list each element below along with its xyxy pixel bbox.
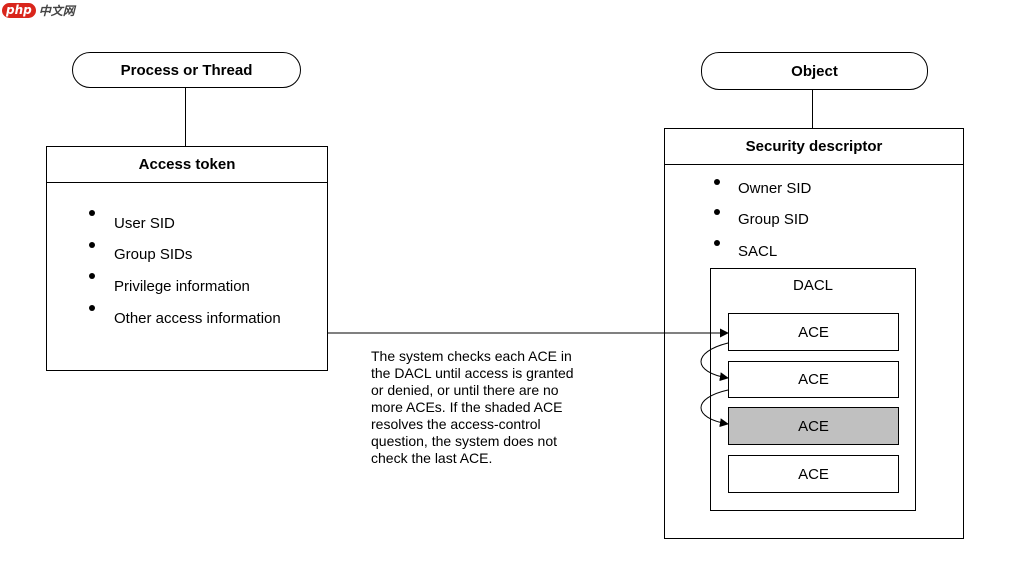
logo-site-name: 中文网 — [38, 4, 75, 18]
bullet — [89, 242, 95, 248]
explanation-note: The system checks each ACE in the DACL u… — [371, 348, 574, 467]
note-line: or denied, or until there are no — [371, 382, 559, 398]
note-line: more ACEs. If the shaded ACE — [371, 399, 563, 415]
token-item-group-sids: Group SIDs — [114, 246, 193, 263]
note-line: The system checks each ACE in — [371, 348, 572, 364]
bullet — [714, 209, 720, 215]
process-connector — [185, 87, 186, 146]
descriptor-item-group-sid: Group SID — [738, 211, 809, 228]
object-node: Object — [701, 52, 928, 90]
access-token-title: Access token — [47, 147, 327, 183]
process-or-thread-node: Process or Thread — [72, 52, 301, 88]
note-line: resolves the access-control — [371, 416, 541, 432]
object-connector — [812, 89, 813, 128]
bullet — [714, 240, 720, 246]
token-item-privilege-information: Privilege information — [114, 278, 250, 295]
token-item-user-sid: User SID — [114, 215, 175, 232]
watermark-logo: php 中文网 — [2, 2, 75, 19]
bullet — [89, 210, 95, 216]
bullet — [89, 273, 95, 279]
dacl-title: DACL — [792, 277, 833, 294]
note-line: the DACL until access is granted — [371, 365, 574, 381]
logo-badge: php — [2, 3, 36, 18]
object-label: Object — [791, 62, 838, 80]
ace-entry-2: ACE — [728, 361, 899, 398]
access-token-box: Access token — [46, 146, 328, 371]
ace-entry-4: ACE — [728, 455, 899, 493]
note-line: question, the system does not — [371, 433, 557, 449]
bullet — [89, 305, 95, 311]
descriptor-item-sacl: SACL — [738, 243, 778, 260]
security-descriptor-title: Security descriptor — [665, 129, 963, 165]
token-item-other-access-information: Other access information — [114, 310, 281, 327]
ace-entry-1: ACE — [728, 313, 899, 351]
note-line: check the last ACE. — [371, 450, 493, 466]
bullet — [714, 179, 720, 185]
descriptor-item-owner-sid: Owner SID — [738, 180, 812, 197]
process-label: Process or Thread — [120, 61, 253, 79]
ace-entry-shaded: ACE — [728, 407, 899, 445]
